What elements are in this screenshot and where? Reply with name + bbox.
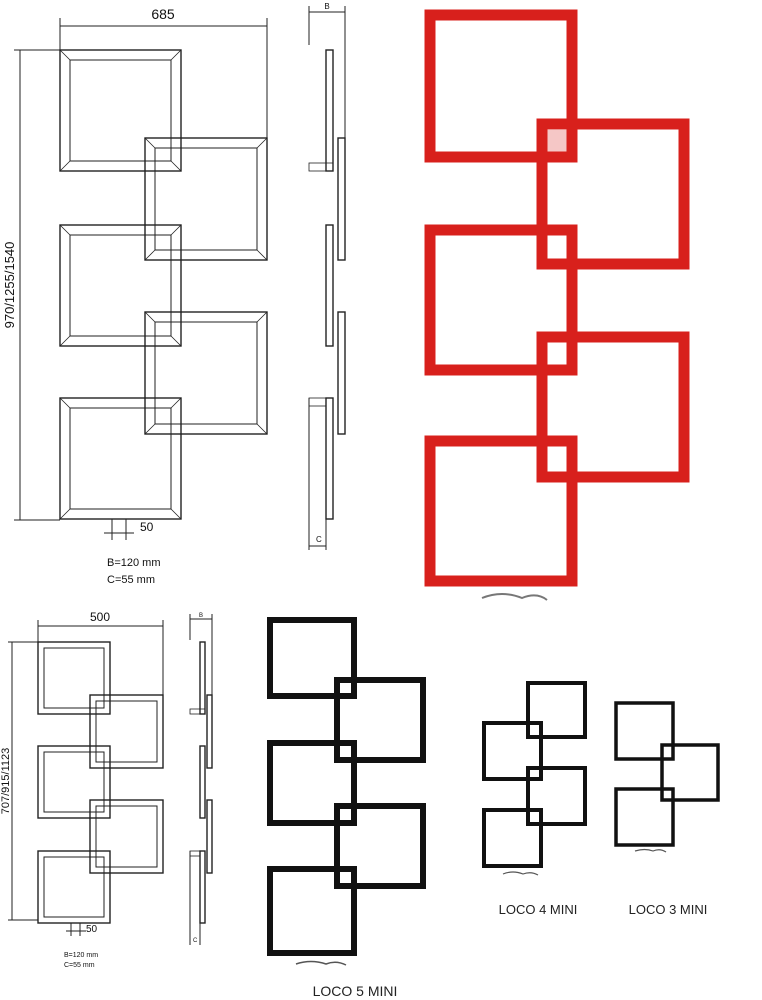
- pipe-spacing-label: 50: [140, 520, 154, 534]
- note-b: B=120 mm: [107, 557, 161, 569]
- loco-4-mini-radiator: LOCO 4 MINI: [482, 681, 587, 917]
- loco-4-mini-caption: LOCO 4 MINI: [499, 902, 578, 917]
- frame-square: [144, 137, 268, 261]
- frame-square: [59, 49, 182, 172]
- red-radiator: [424, 9, 690, 601]
- small-side-c-label: C: [193, 938, 198, 944]
- note-c: C=55 mm: [107, 574, 155, 586]
- small-side-b-label: B: [199, 613, 203, 619]
- large-front-view: 685 970/1255/1540 50 B=120: [2, 6, 268, 586]
- small-front-view: 500 707/915/1123 50 B=120 mm C=55 mm: [0, 610, 164, 969]
- frame-square: [59, 224, 182, 347]
- side-c-label: C: [316, 535, 322, 544]
- height-label: 970/1255/1540: [2, 242, 17, 329]
- frame-square: [144, 311, 268, 435]
- loco-3-mini-radiator: LOCO 3 MINI: [614, 701, 720, 917]
- small-note-b: B=120 mm: [64, 952, 98, 959]
- small-pipe-label: 50: [86, 924, 98, 935]
- loco-3-mini-caption: LOCO 3 MINI: [629, 902, 708, 917]
- small-width-label: 500: [90, 610, 110, 624]
- small-side-view: B C: [189, 613, 213, 945]
- width-label: 685: [151, 6, 175, 22]
- loco-5-mini-caption: LOCO 5 MINI: [313, 983, 398, 999]
- large-side-view: B C: [308, 2, 346, 550]
- small-height-label: 707/915/1123: [0, 748, 12, 814]
- frame-square: [59, 397, 182, 520]
- small-note-c: C=55 mm: [64, 962, 95, 969]
- loco-5-mini-radiator: LOCO 5 MINI: [267, 617, 426, 999]
- side-b-label: B: [324, 2, 329, 11]
